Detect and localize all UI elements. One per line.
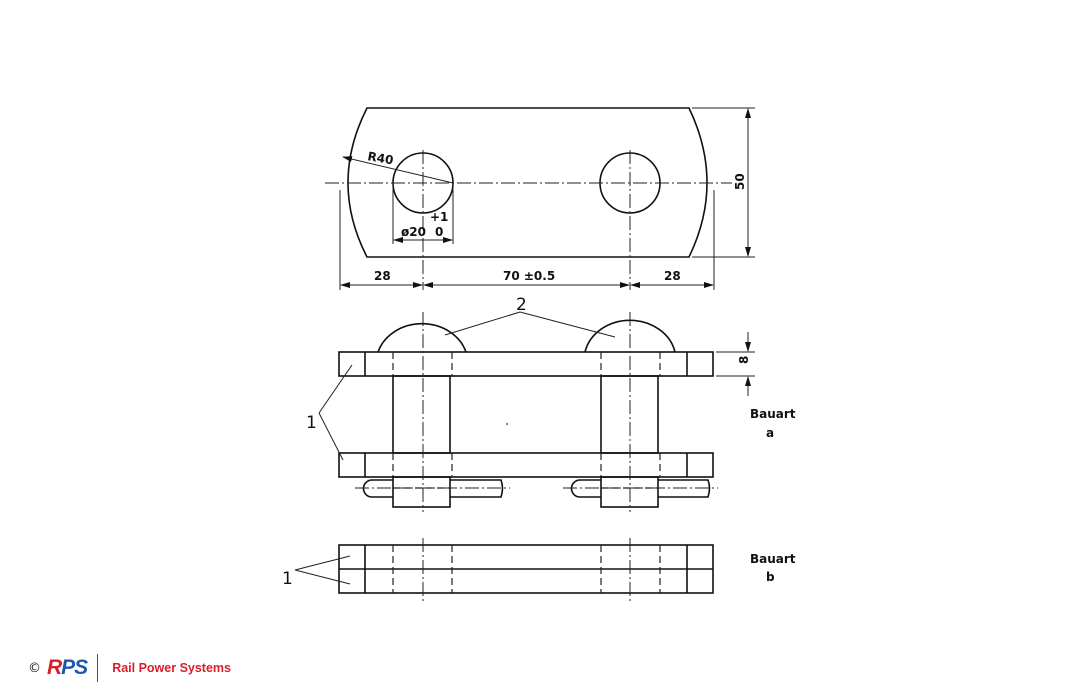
variant-title-a: Bauart <box>750 407 796 421</box>
side-view-b: 1 Bauart b <box>282 538 796 603</box>
tolerance-lower: 0 <box>435 225 443 239</box>
top-plate <box>338 351 714 377</box>
side-view-a: 1 2 8 Bauart a <box>306 295 796 512</box>
part-label-2: 2 <box>516 295 527 315</box>
radius-leader <box>342 156 454 184</box>
top-view: R40 ø20 +1 0 28 70 ±0.5 28 50 <box>325 107 755 290</box>
divider <box>97 654 99 682</box>
variant-title-b: Bauart <box>750 552 796 566</box>
brand-name: Rail Power Systems <box>112 661 231 675</box>
part-label-1-b: 1 <box>282 569 293 589</box>
variant-letter-b: b <box>766 570 775 584</box>
rps-logo: RPS <box>47 656 88 679</box>
variant-letter-a: a <box>766 426 774 440</box>
radius-label: R40 <box>366 149 394 167</box>
pin-stub-left <box>392 476 451 508</box>
tolerance-upper: +1 <box>430 210 448 224</box>
copyright-symbol: © <box>28 660 41 676</box>
footer-logo: © RPS Rail Power Systems <box>28 654 231 682</box>
part-label-1: 1 <box>306 413 317 433</box>
dim-right-label: 28 <box>664 269 681 283</box>
dim-thickness-label: 8 <box>737 356 751 364</box>
dim-left-label: 28 <box>374 269 391 283</box>
dome-left <box>377 322 467 353</box>
dim-height-label: 50 <box>733 173 747 190</box>
diameter-label: ø20 <box>401 225 426 239</box>
dim-center-label: 70 ±0.5 <box>503 269 555 283</box>
pin-left <box>392 375 451 454</box>
bottom-plate <box>338 452 714 478</box>
